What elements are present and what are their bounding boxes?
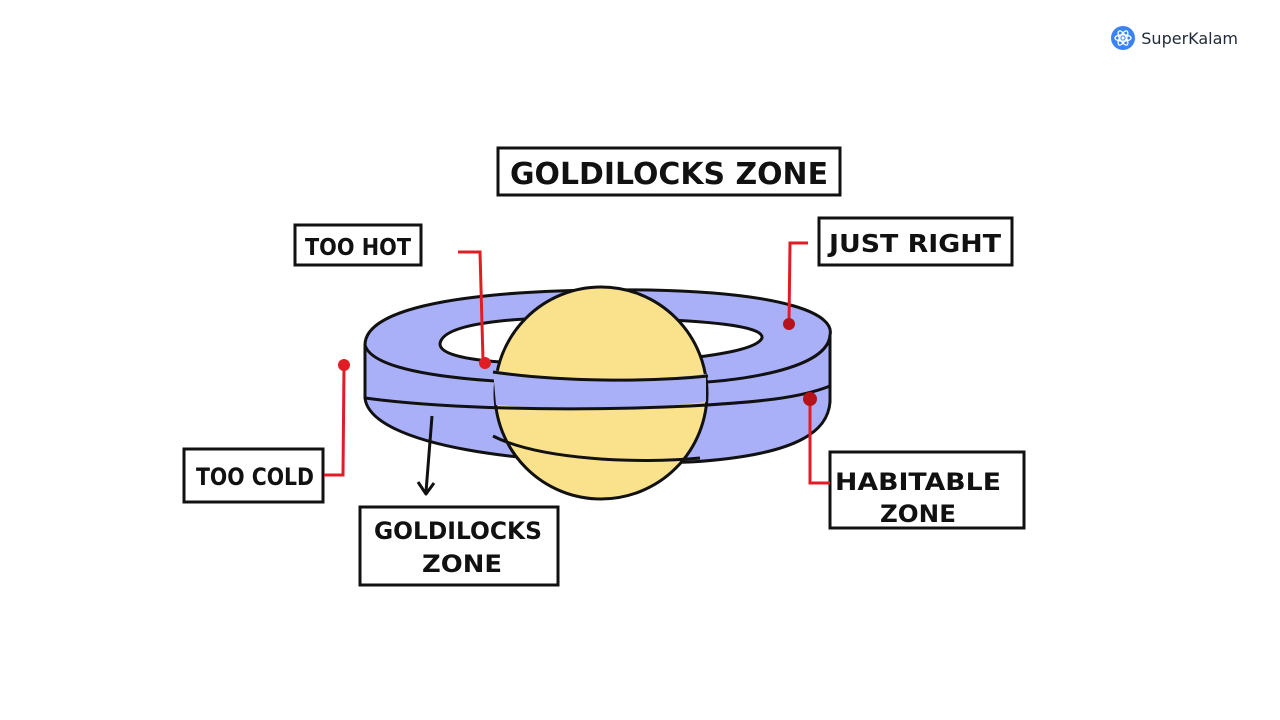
pointer-too-hot bbox=[458, 250, 485, 361]
label-goldilocks-zone: GOLDILOCKS ZONE bbox=[358, 505, 560, 587]
svg-text:TOO COLD: TOO COLD bbox=[196, 463, 314, 491]
pointer-too-cold bbox=[324, 365, 346, 477]
pointer-habitable-zone bbox=[808, 402, 830, 485]
pointer-dot bbox=[338, 359, 350, 371]
label-habitable-zone: HABITABLE ZONE bbox=[828, 450, 1026, 530]
svg-text:GOLDILOCKS: GOLDILOCKS bbox=[374, 517, 542, 545]
atom-icon bbox=[1111, 26, 1136, 50]
svg-text:ZONE: ZONE bbox=[880, 500, 956, 528]
title-box: GOLDILOCKS ZONE bbox=[496, 146, 842, 197]
svg-text:HABITABLE: HABITABLE bbox=[835, 468, 1001, 496]
pointer-dot bbox=[783, 318, 795, 330]
brand-name: SuperKalam bbox=[1141, 28, 1238, 48]
svg-text:TOO HOT: TOO HOT bbox=[305, 235, 411, 261]
pointer-dot bbox=[803, 392, 817, 406]
pointer-dot bbox=[479, 357, 491, 369]
arrow-goldilocks-zone bbox=[424, 415, 434, 493]
svg-text:ZONE: ZONE bbox=[422, 550, 502, 578]
diagram-title: GOLDILOCKS ZONE bbox=[510, 157, 828, 192]
label-too-hot: TOO HOT bbox=[293, 223, 423, 267]
brand-logo: SuperKalam bbox=[1111, 26, 1238, 50]
label-just-right: JUST RIGHT bbox=[817, 216, 1014, 267]
label-too-cold: TOO COLD bbox=[182, 447, 325, 504]
svg-text:JUST RIGHT: JUST RIGHT bbox=[827, 229, 1001, 258]
pointer-just-right bbox=[787, 241, 808, 324]
